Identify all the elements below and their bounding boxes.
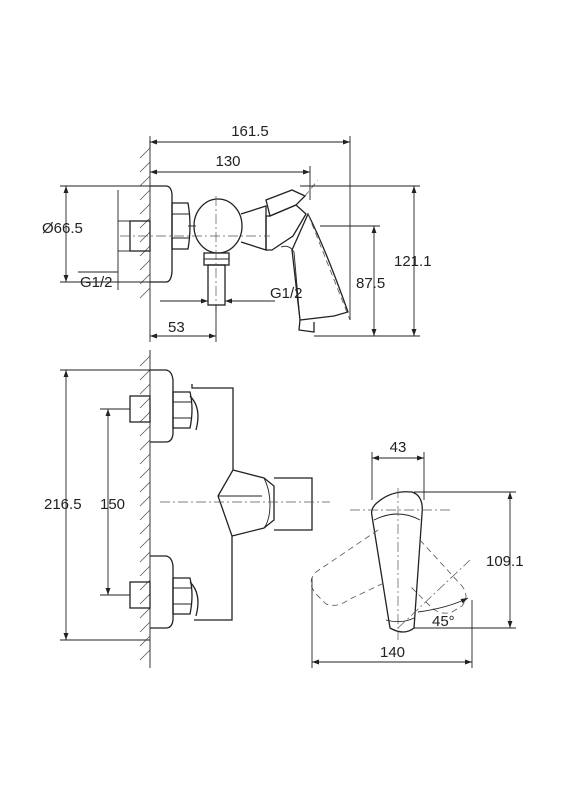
side-lever: [370, 491, 423, 633]
front-lower-escutcheon: [150, 555, 174, 629]
dim-arc-45: [417, 597, 469, 613]
dim-text-diameter: Ø66.5: [42, 220, 83, 237]
side-view: 43 109.1 45° 140: [310, 439, 524, 668]
top-valve-body: [193, 198, 243, 254]
front-upper-escutcheon: [150, 369, 174, 443]
front-lower-inlet: [129, 581, 151, 609]
top-lever-cap: [265, 189, 307, 217]
front-wall-hatch: [139, 355, 151, 661]
front-upper-nut: [172, 391, 193, 429]
top-hex-nut: [171, 202, 191, 250]
dim-text-150: 150: [100, 496, 125, 513]
top-wall-hatch: [139, 147, 151, 299]
top-escutcheon: [150, 185, 173, 283]
front-lever-cap: [274, 477, 313, 531]
dim-text-140: 140: [380, 644, 405, 661]
top-lever: [291, 212, 349, 321]
dim-text-109-1: 109.1: [486, 553, 524, 570]
front-view: 216.5 150: [44, 350, 330, 668]
dim-text-216-5: 216.5: [44, 496, 82, 513]
dim-text-thread-outlet: G1/2: [270, 285, 303, 302]
dim-text-87-5: 87.5: [356, 275, 385, 292]
front-main-body: [191, 384, 234, 621]
front-lower-nut: [172, 577, 193, 615]
dim-text-thread-inlet: G1/2: [80, 274, 113, 291]
dim-text-53: 53: [168, 319, 185, 336]
dim-text-161-5: 161.5: [231, 123, 269, 140]
dim-text-121-1: 121.1: [394, 253, 432, 270]
top-view: 161.5 130 Ø66.5 G1/2 G1/2 121.1 87.5: [42, 123, 432, 342]
dim-text-45: 45°: [432, 613, 455, 630]
top-outlet-pipe: [207, 264, 226, 306]
dim-text-130: 130: [215, 153, 240, 170]
dim-text-43: 43: [390, 439, 407, 456]
side-lever-swing-left: [310, 529, 387, 606]
side-lever-swing-right: [409, 539, 467, 614]
front-upper-inlet: [129, 395, 151, 423]
